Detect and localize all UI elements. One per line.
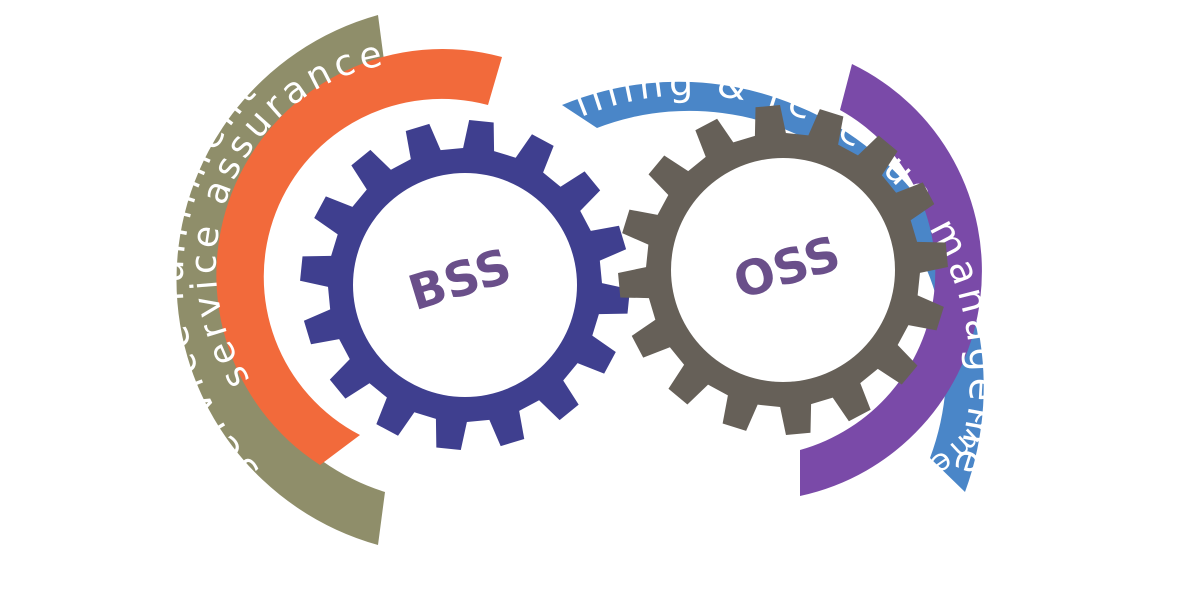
bss-gear-icon	[300, 120, 630, 450]
service-fulfilment-band	[176, 15, 385, 545]
customer-management-band	[800, 64, 982, 496]
oss-label: OSS	[727, 225, 846, 310]
oss-gear-icon	[618, 105, 948, 435]
bss-label: BSS	[402, 238, 517, 322]
service-assurance-band	[216, 48, 502, 465]
